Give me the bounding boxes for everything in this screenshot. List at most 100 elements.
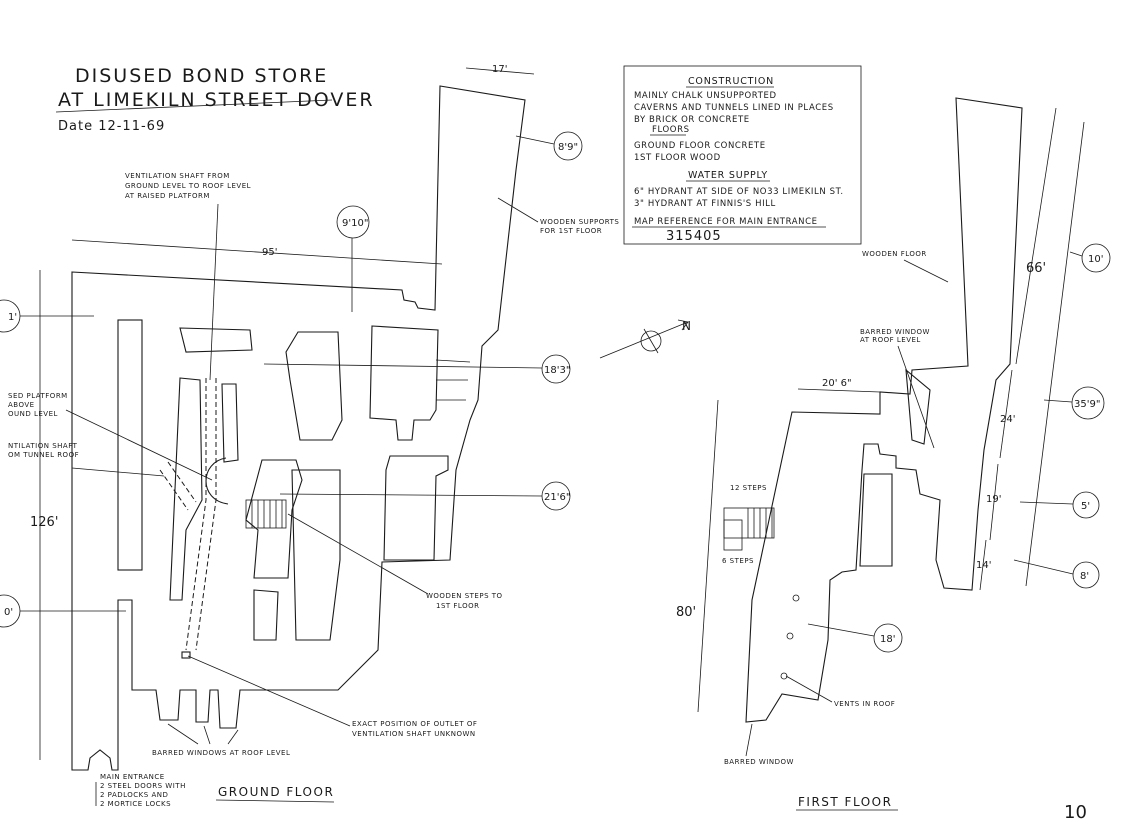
callout-10 <box>1081 243 1111 273</box>
compass-icon: N <box>599 319 692 359</box>
map-reference: 315405 <box>666 229 722 244</box>
note-vents-in-roof: VENTS IN ROOF <box>834 700 895 708</box>
dim-20-6-label: 20' 6" <box>822 378 852 389</box>
stairs-icon <box>245 499 287 529</box>
note-raised-platform-1: SED PLATFORM <box>8 392 68 400</box>
note-vent-tunnel-2: OM TUNNEL ROOF <box>8 451 79 459</box>
callout-5-text: 5' <box>1081 501 1090 512</box>
floors-heading: FLOORS <box>652 125 690 135</box>
dim-14-line <box>979 539 987 591</box>
ground-floor-plan: 95' 17' 126' 8'9" 9'10" 18'3" 21'6" 1' 0… <box>0 64 619 808</box>
raised-platform <box>205 457 229 505</box>
central-block <box>221 383 239 463</box>
callout-8 <box>1072 561 1100 589</box>
callout-18-3 <box>541 354 571 384</box>
callout-8-9 <box>553 131 583 161</box>
callout-35-9-text: 35'9" <box>1074 399 1100 410</box>
note-main-entrance-3: 2 PADLOCKS AND <box>100 791 168 799</box>
note-vent-shaft-2: GROUND LEVEL TO ROOF LEVEL <box>125 182 251 190</box>
date-label: Date 12-11-69 <box>58 119 165 134</box>
callout-18-3-text: 18'3" <box>544 365 570 376</box>
dim-19-label: 19' <box>986 494 1001 505</box>
callout-9-10 <box>336 205 370 239</box>
roof-vent-3 <box>780 672 788 680</box>
dim-66-line <box>1015 107 1057 365</box>
central-column <box>169 377 203 601</box>
note-wooden-floor: WOODEN FLOOR <box>862 250 927 258</box>
dim-24-line <box>999 369 1013 459</box>
dim-19-line <box>989 463 999 541</box>
callout-10-text: 10' <box>1088 254 1103 265</box>
water-line-1: 6" HYDRANT AT SIDE OF NO33 LIMEKILN ST. <box>634 187 844 197</box>
page-number: 10 <box>1064 802 1087 823</box>
note-exact-position-2: VENTILATION SHAFT UNKNOWN <box>352 730 476 738</box>
first-floor-outline <box>745 97 1023 723</box>
water-line-2: 3" HYDRANT AT FINNIS'S HILL <box>634 199 776 209</box>
first-floor-label: FIRST FLOOR <box>798 795 892 809</box>
upper-block-2 <box>285 331 343 441</box>
callout-9-10-text: 9'10" <box>342 218 368 229</box>
note-main-entrance-2: 2 STEEL DOORS WITH <box>100 782 186 790</box>
north-label: N <box>682 319 692 333</box>
callout-5 <box>1072 491 1100 519</box>
callout-8-9-text: 8'9" <box>558 142 578 153</box>
callout-8-text: 8' <box>1080 571 1089 582</box>
first-floor-inner-room <box>859 473 893 567</box>
callout-left-top-text: 1' <box>8 312 17 323</box>
dim-80-line <box>697 399 719 713</box>
construction-line-3: BY BRICK OR CONCRETE <box>634 115 750 125</box>
roof-vent-1 <box>792 594 800 602</box>
stair-block <box>245 459 303 579</box>
note-barred-window: BARRED WINDOW <box>724 758 794 766</box>
title-underline <box>55 99 333 113</box>
roof-vent-2 <box>786 632 794 640</box>
note-main-entrance-1: MAIN ENTRANCE <box>100 773 165 781</box>
first-floor-window-bay <box>905 368 931 445</box>
lower-block-2 <box>291 469 341 641</box>
note-exact-position-1: EXACT POSITION OF OUTLET OF <box>352 720 477 728</box>
title-line-2: AT LIMEKILN STREET DOVER <box>58 89 375 111</box>
note-raised-platform-3: OUND LEVEL <box>8 410 58 418</box>
note-wooden-supports-1: WOODEN SUPPORTS <box>540 218 619 226</box>
dim-66-label: 66' <box>1026 261 1046 276</box>
dim-24-label: 24' <box>1000 414 1015 425</box>
note-vent-shaft-3: AT RAISED PLATFORM <box>125 192 210 200</box>
note-12-steps: 12 STEPS <box>730 484 767 492</box>
ground-floor-outline <box>71 85 526 771</box>
water-heading: WATER SUPPLY <box>688 170 768 181</box>
dim-95-label: 95' <box>262 247 277 258</box>
stairs-icon-first-floor <box>723 507 775 551</box>
note-main-entrance-4: 2 MORTICE LOCKS <box>100 800 171 808</box>
construction-line-1: MAINLY CHALK UNSUPPORTED <box>634 91 777 101</box>
ground-floor-label: GROUND FLOOR <box>218 785 334 799</box>
callout-21-6-text: 21'6" <box>544 492 570 503</box>
callout-35-9 <box>1071 386 1105 420</box>
callout-18 <box>873 623 903 653</box>
dim-80-label: 80' <box>676 605 696 620</box>
dim-overall-line <box>1025 121 1085 587</box>
construction-heading: CONSTRUCTION <box>688 76 774 87</box>
right-room-upper <box>369 325 439 441</box>
dim-20-6-line <box>797 388 881 393</box>
title-line-1: DISUSED BOND STORE <box>75 65 328 87</box>
dim-17-label: 17' <box>492 64 507 75</box>
map-heading: MAP REFERENCE FOR MAIN ENTRANCE <box>634 217 818 227</box>
note-6-steps: 6 STEPS <box>722 557 754 565</box>
note-raised-platform-2: ABOVE <box>8 401 35 409</box>
note-wooden-supports-2: FOR 1ST FLOOR <box>540 227 602 235</box>
note-wooden-steps-2: 1ST FLOOR <box>436 602 479 610</box>
note-vent-shaft-1: VENTILATION SHAFT FROM <box>125 172 230 180</box>
dim-17-line <box>465 67 535 75</box>
dim-126-label: 126' <box>30 515 58 530</box>
floor-1-text: GROUND FLOOR CONCRETE <box>634 141 766 151</box>
first-floor-plan: 20' 6" 80' 66' 24' 19' 14' 10' 35'9" 5' … <box>676 97 1111 811</box>
vent-shaft-dashed <box>185 378 207 651</box>
callout-18-text: 18' <box>880 634 895 645</box>
note-barred-window-roof-2: AT ROOF LEVEL <box>860 336 921 344</box>
note-wooden-steps-1: WOODEN STEPS TO <box>426 592 503 600</box>
upper-block-1 <box>179 327 253 353</box>
dim-14-label: 14' <box>976 560 991 571</box>
construction-line-2: CAVERNS AND TUNNELS LINED IN PLACES <box>634 103 834 113</box>
note-vent-tunnel-1: NTILATION SHAFT <box>8 442 78 450</box>
left-pillar <box>117 319 143 571</box>
